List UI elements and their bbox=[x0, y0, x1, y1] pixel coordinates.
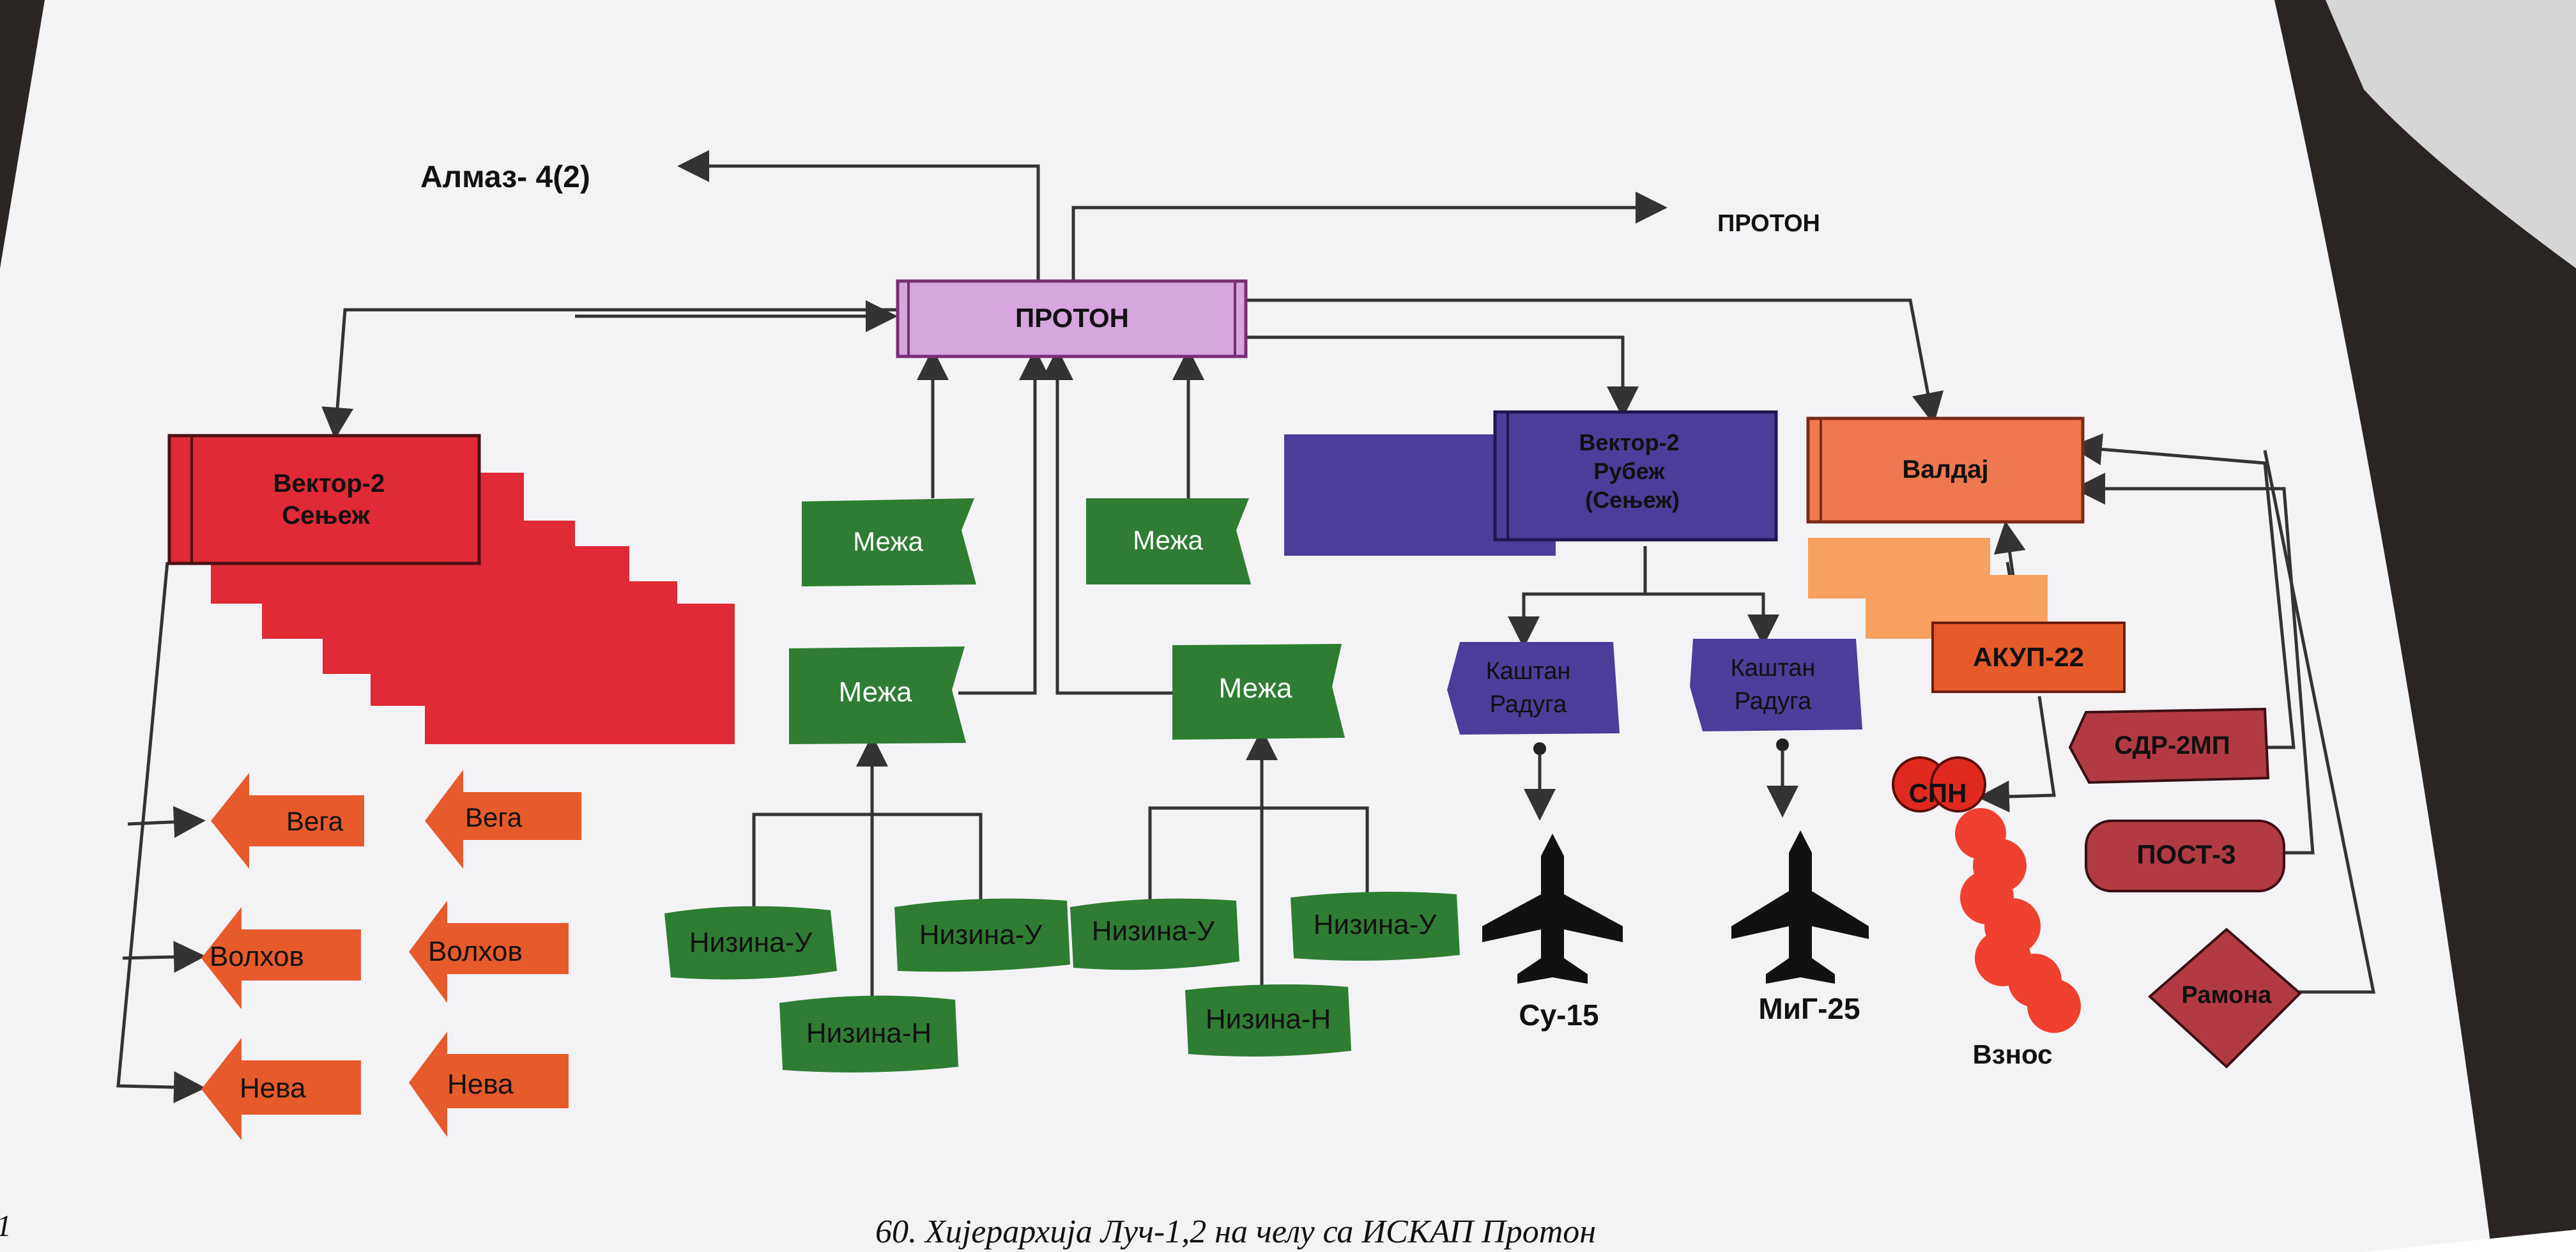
nizina-right-n: Низина-Н bbox=[1206, 1004, 1331, 1035]
volkhov-label-2: Волхов bbox=[428, 936, 523, 967]
proton-external-label: ПРОТОН bbox=[1717, 210, 1820, 237]
next-page-edge bbox=[2364, 1230, 2576, 1252]
kashtan-nodes: Каштан Радуга Каштан Радуга bbox=[1447, 639, 1862, 735]
vega-label-2: Вега bbox=[465, 802, 523, 832]
proton-node: ПРОТОН bbox=[896, 279, 1248, 358]
nizina-left-n: Низина-Н bbox=[806, 1018, 931, 1049]
kashtan-1-line2: Радуга bbox=[1490, 691, 1567, 718]
neva-label-1: Нева bbox=[240, 1073, 306, 1104]
vega-label-1: Вега bbox=[286, 806, 344, 836]
nizina-left-u2: Низина-У bbox=[919, 919, 1043, 950]
mezha-label-1: Межа bbox=[853, 526, 923, 556]
kashtan-2-line1: Каштан bbox=[1731, 655, 1816, 682]
aircraft-mig25-icon bbox=[1731, 830, 1869, 984]
nizina-right-u2: Низина-У bbox=[1314, 909, 1438, 940]
mezha-label-4: Межа bbox=[1218, 673, 1292, 704]
post-node: ПОСТ-3 bbox=[2085, 820, 2285, 892]
neva-label-2: Нева bbox=[447, 1069, 514, 1100]
spn-node: СПН bbox=[1892, 756, 2081, 1033]
mezha-nodes: Межа Межа Межа Межа bbox=[789, 498, 1345, 744]
vektor-senezh-line1: Вектор-2 bbox=[273, 470, 385, 498]
vektor-rubezh-line3: (Сењеж) bbox=[1585, 487, 1680, 513]
valdaj-node: Валдај bbox=[1806, 416, 2085, 524]
nizina-left-u1: Низина-У bbox=[689, 927, 813, 958]
nizina-nodes: Низина-У Низина-У Низина-Н Низина-У Низи… bbox=[664, 892, 1460, 1073]
spn-label: СПН bbox=[1909, 778, 1967, 808]
sdr-label: СДР-2МП bbox=[2114, 731, 2230, 760]
figure-caption: 60. Хијерархија Луч-1,2 на челу са ИСКАП… bbox=[875, 1214, 1596, 1250]
background-device bbox=[2326, 0, 2576, 268]
akup-node: АКУП-22 bbox=[1808, 538, 2126, 693]
radar-arrows: Вега Вега Волхов Волхов Нева Нева bbox=[201, 770, 581, 1140]
vektor-rubezh-line2: Рубеж bbox=[1593, 458, 1665, 484]
almaz-label: Алмаз- 4(2) bbox=[420, 160, 590, 194]
connectors bbox=[116, 150, 2376, 1104]
nizina-right-u1: Низина-У bbox=[1092, 915, 1216, 947]
mezha-label-3: Межа bbox=[838, 676, 912, 708]
aircraft-su15-icon bbox=[1482, 834, 1623, 984]
ramona-label: Рамона bbox=[2182, 982, 2273, 1009]
akup-label: АКУП-22 bbox=[1973, 642, 2084, 672]
page-number-fragment: 1 bbox=[0, 1209, 12, 1243]
su15-label: Су-15 bbox=[1519, 998, 1598, 1032]
post-label: ПОСТ-3 bbox=[2136, 839, 2235, 869]
kashtan-1-line1: Каштан bbox=[1486, 658, 1571, 685]
mig25-label: МиГ-25 bbox=[1758, 992, 1860, 1025]
ramona-node: Рамона bbox=[2148, 928, 2302, 1069]
sdr-node: СДР-2МП bbox=[2068, 707, 2270, 784]
valdaj-label: Валдај bbox=[1902, 455, 1988, 484]
vektor-senezh-node: Вектор-2 Сењеж bbox=[167, 434, 735, 744]
mezha-label-2: Межа bbox=[1133, 525, 1203, 555]
vektor-senezh-line2: Сењеж bbox=[282, 501, 370, 530]
volkhov-label-1: Волхов bbox=[210, 941, 304, 972]
vektor-rubezh-node: Вектор-2 Рубеж (Сењеж) bbox=[1284, 410, 1778, 556]
vznos-label: Взнос bbox=[1972, 1039, 2052, 1069]
kashtan-2-line2: Радуга bbox=[1735, 688, 1812, 715]
proton-label: ПРОТОН bbox=[1015, 303, 1129, 333]
vektor-rubezh-line1: Вектор-2 bbox=[1579, 429, 1679, 455]
